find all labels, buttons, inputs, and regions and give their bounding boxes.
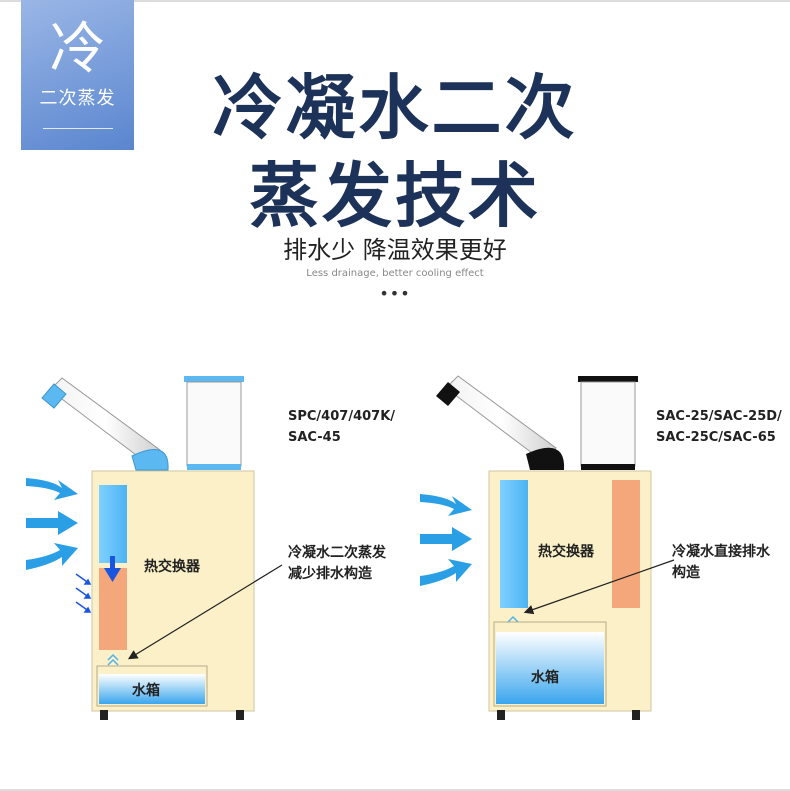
left-heat-exchanger-label: 热交换器 xyxy=(144,558,201,575)
right-callout-line-1: 冷凝水直接排水 xyxy=(672,543,771,560)
left-callout-line-2: 减少排水构造 xyxy=(288,565,372,582)
left-foot-left xyxy=(100,710,108,720)
left-model-line-2: SAC-45 xyxy=(288,430,341,445)
badge-char: 冷 xyxy=(49,17,106,82)
category-badge: 冷 二次蒸发 xyxy=(21,0,134,150)
title-line-2: 蒸发技术 xyxy=(249,155,541,237)
left-callout-line-1: 冷凝水二次蒸发 xyxy=(288,544,387,561)
left-evaporator-pad xyxy=(99,568,127,650)
right-heat-exchanger-label: 热交换器 xyxy=(538,543,595,560)
left-unit: 热交换器 水箱 SPC/407/407K/ SAC-45 冷凝水二次蒸发 减少排… xyxy=(26,376,395,720)
right-heat-exchanger xyxy=(500,480,528,608)
right-callout-line xyxy=(523,559,675,615)
left-exhaust-stack xyxy=(184,376,244,470)
badge-underline xyxy=(43,128,113,129)
title-line-1: 冷凝水二次 xyxy=(212,67,578,149)
left-airflow-arrows-icon xyxy=(26,478,78,570)
right-foot-right xyxy=(632,710,640,720)
left-heat-exchanger xyxy=(99,485,127,563)
left-duct xyxy=(41,377,169,471)
top-border xyxy=(0,0,790,2)
left-side-vapor-arrows-icon xyxy=(75,573,92,613)
badge-subtitle: 二次蒸发 xyxy=(39,88,116,109)
left-foot-right xyxy=(236,710,244,720)
comparison-diagram: 热交换器 水箱 SPC/407/407K/ SAC-45 冷凝水二次蒸发 减少排… xyxy=(26,375,782,720)
left-callout-line xyxy=(127,564,283,660)
right-exhaust-stack xyxy=(578,376,638,470)
left-water-tank xyxy=(99,674,205,704)
right-water-tank-label: 水箱 xyxy=(531,669,559,686)
subtitle-english: Less drainage, better cooling effect xyxy=(306,268,484,279)
left-drop-arrow-icon xyxy=(104,556,121,582)
right-model-line-2: SAC-25C/SAC-65 xyxy=(656,430,776,445)
right-foot-left xyxy=(497,710,505,720)
right-duct xyxy=(436,375,565,470)
right-callout-line-2: 构造 xyxy=(672,564,700,581)
left-water-tank-label: 水箱 xyxy=(132,682,160,699)
left-model-line-1: SPC/407/407K/ xyxy=(288,409,395,424)
left-vapor-arrows-icon xyxy=(107,653,119,666)
right-model-line-1: SAC-25/SAC-25D/ xyxy=(656,409,782,424)
right-water-tank xyxy=(496,632,604,704)
right-airflow-arrows-icon xyxy=(420,494,472,586)
right-evaporator-pad xyxy=(612,480,640,608)
dots-separator: ••• xyxy=(379,284,411,303)
right-unit: 热交换器 水箱 SAC-25/SAC-25D/ SAC-25C/SAC-65 冷… xyxy=(420,375,782,720)
subtitle: 排水少 降温效果更好 xyxy=(283,236,507,264)
bottom-border xyxy=(0,789,790,791)
